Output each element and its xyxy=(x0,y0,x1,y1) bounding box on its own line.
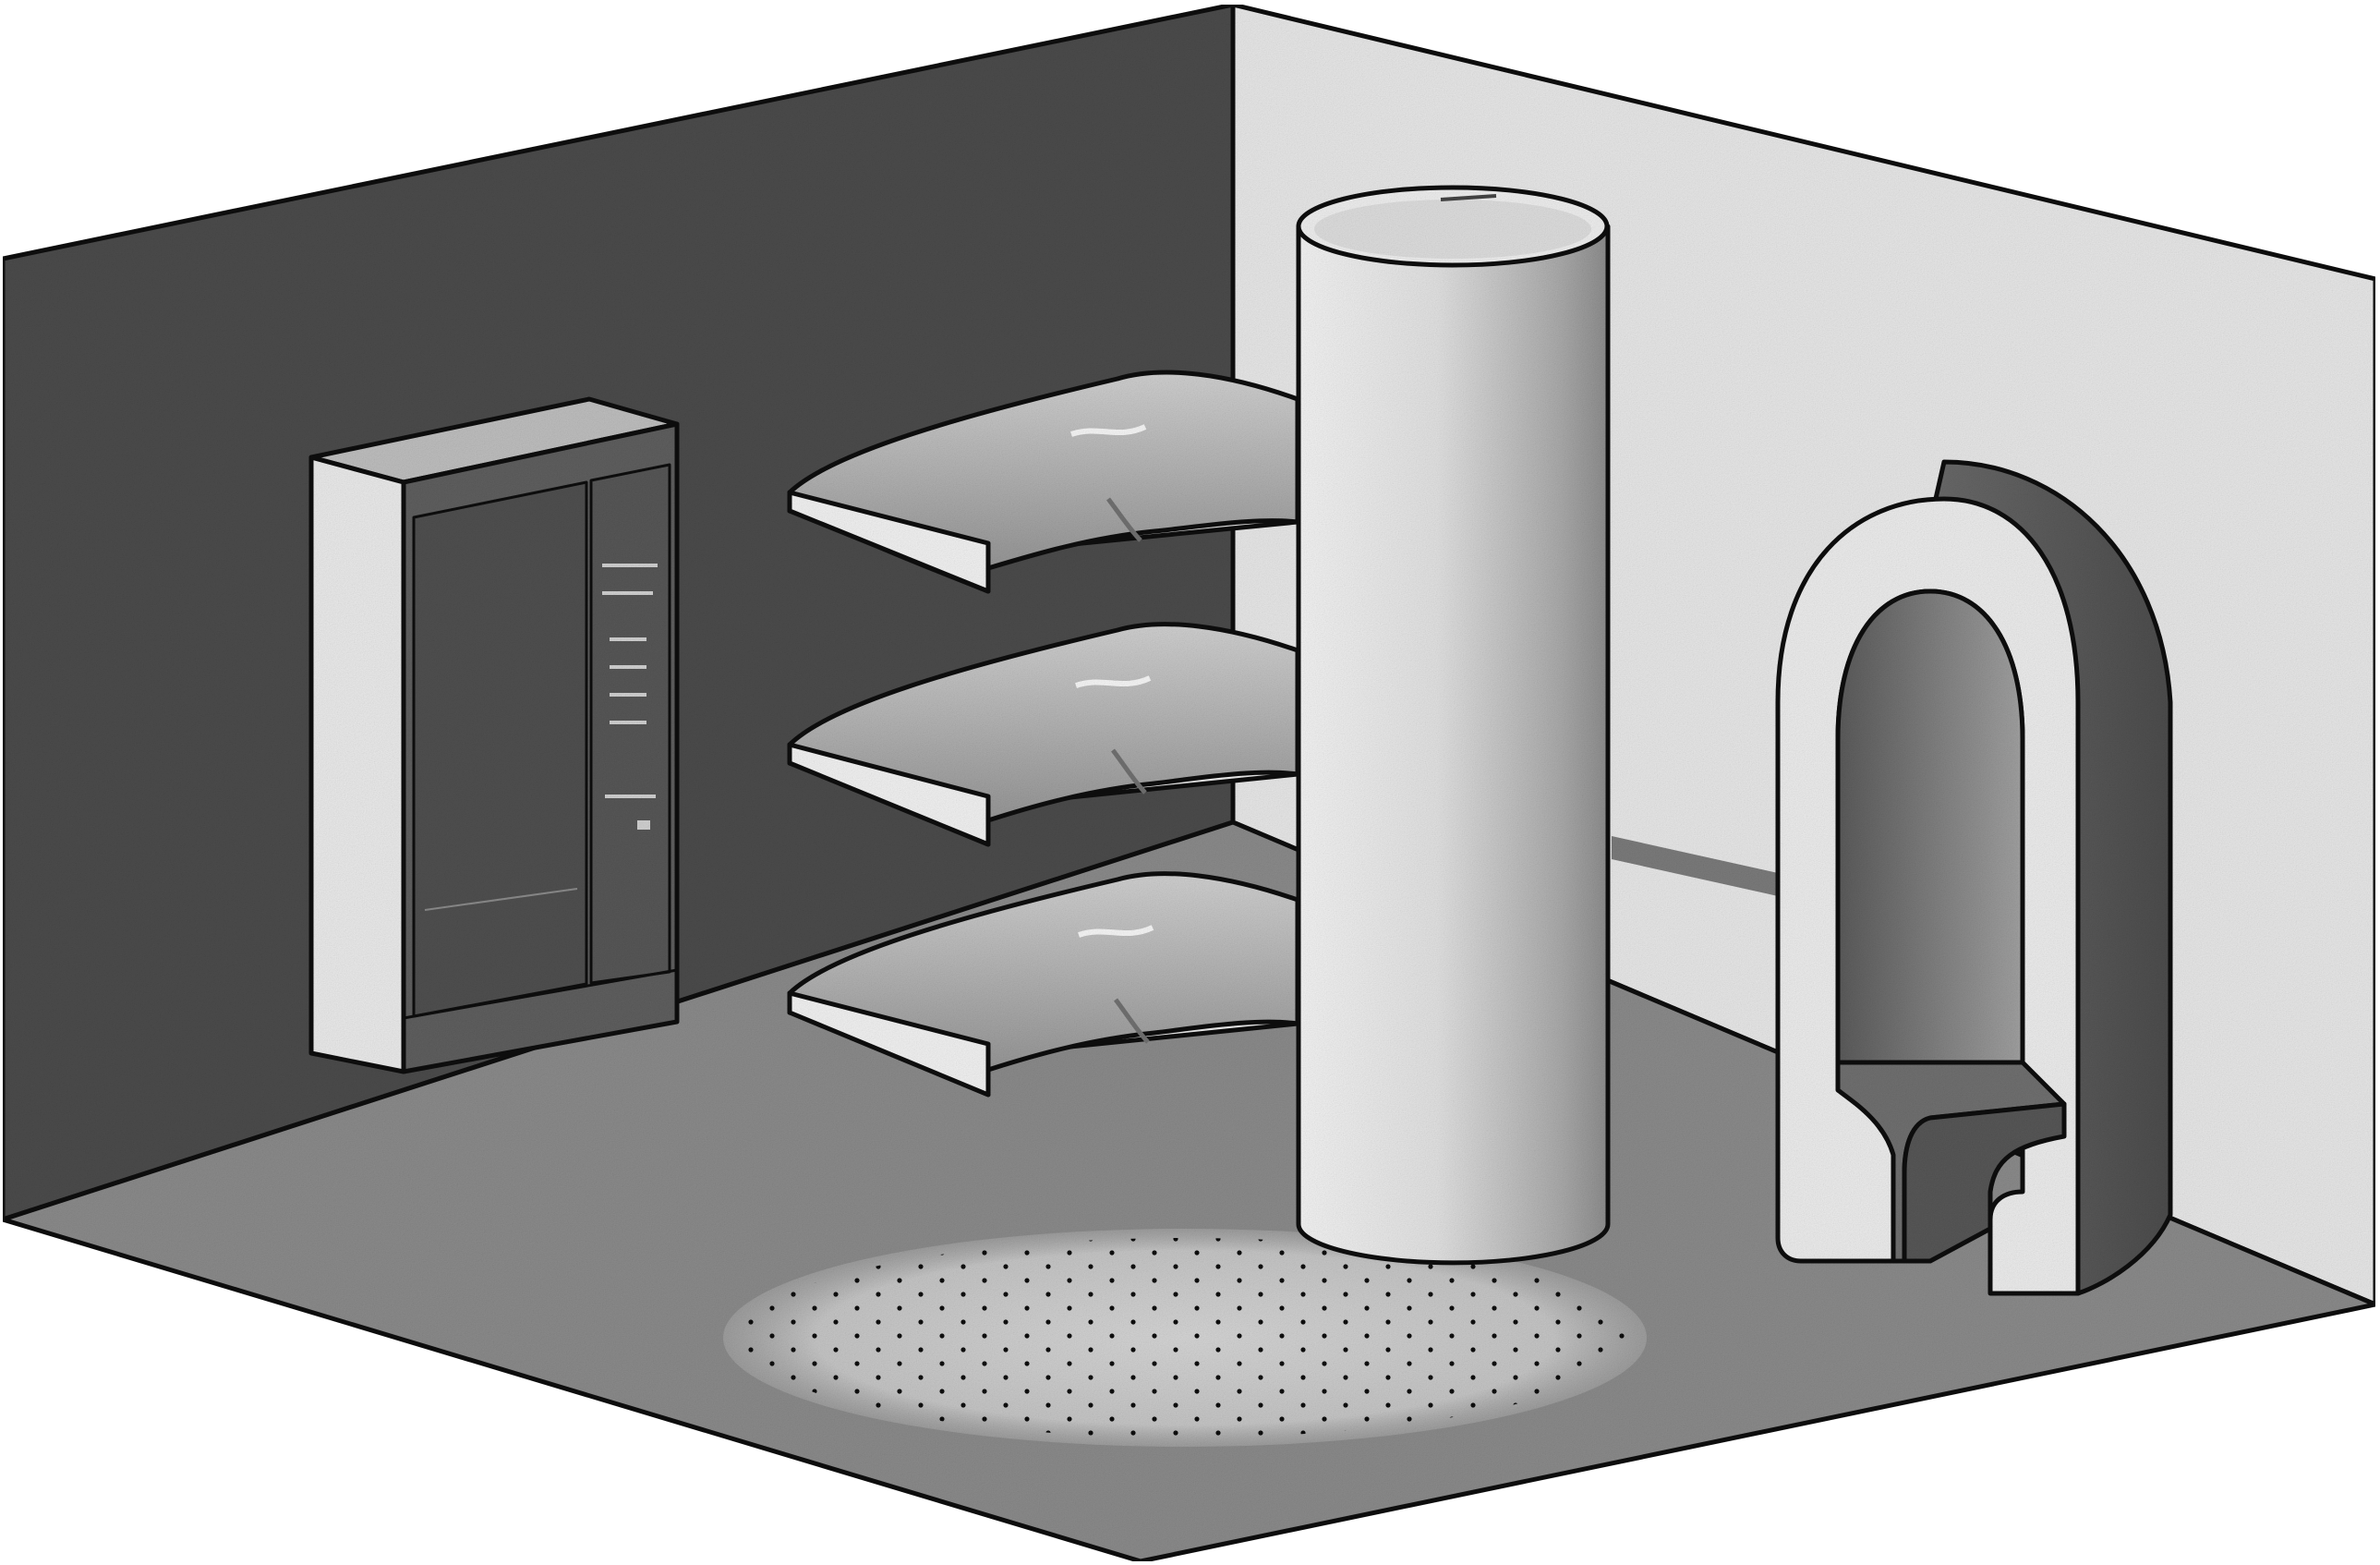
wall-cabinet xyxy=(308,396,680,1074)
bunk-bed-top xyxy=(787,370,1300,594)
floor xyxy=(0,819,2378,1564)
cylindrical-column xyxy=(1296,185,1611,1266)
round-dotted-rug xyxy=(723,1229,1647,1447)
bunk-bed-middle xyxy=(787,622,1300,847)
cabinet-control-marks xyxy=(602,564,658,830)
wall-light-strip xyxy=(1612,836,1778,896)
arched-seat-alcove xyxy=(1775,459,2173,1296)
